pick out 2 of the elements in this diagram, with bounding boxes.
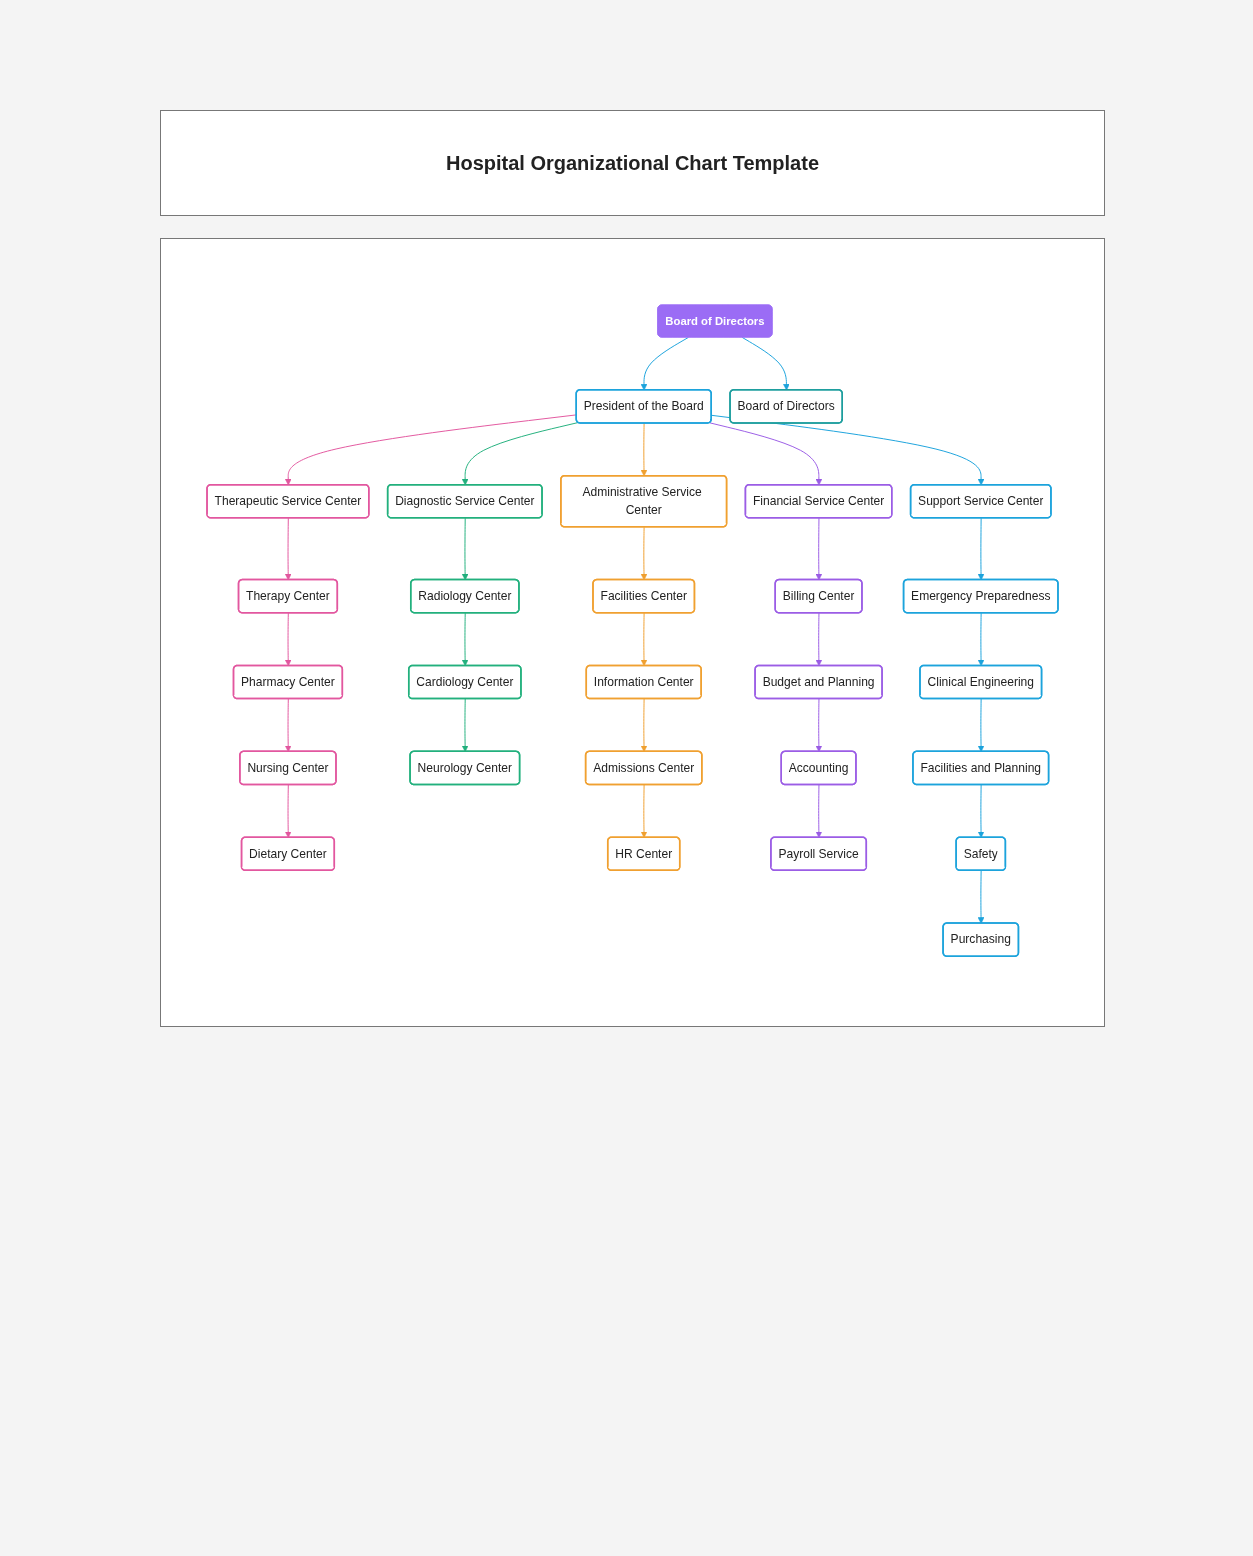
title: Hospital Organizational Chart Template <box>446 151 819 175</box>
chart-panel: Board of Directors President of the Board Board of Directors Therapeutic Service Center Diagnostic Service Center Administrative Service Center Financial Service Center Support Service Center Therapy Center Pharmacy Center Nursing Center Dietary Center Radiology Center Cardiology Center Neurology Center Facilities Center Information Center Admissions Center HR Center Billing Center Budget and Planning Accounting Payroll Service Emergency Preparedness Clinical Engineering Facilities and Planning Safety Purchasing <box>160 238 1105 1028</box>
